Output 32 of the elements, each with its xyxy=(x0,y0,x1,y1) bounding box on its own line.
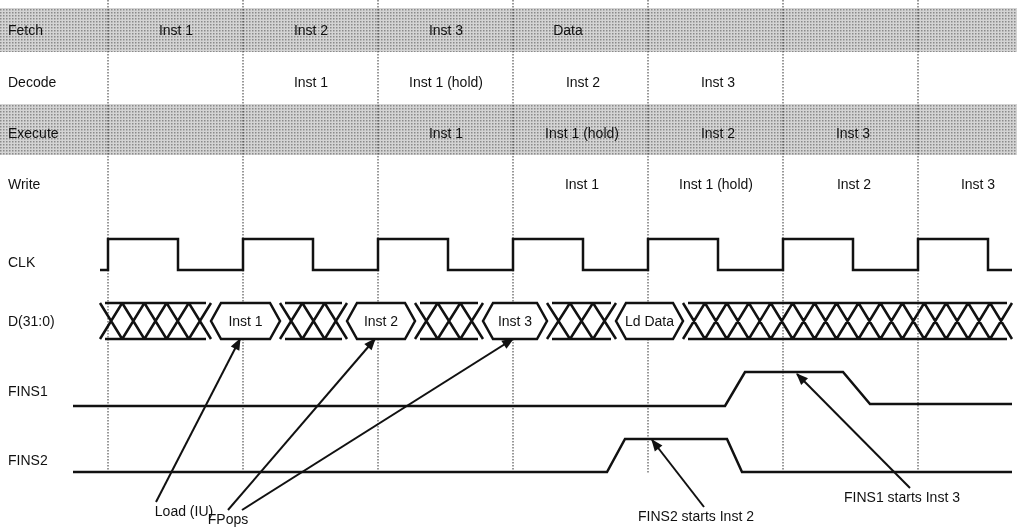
leader-arrow xyxy=(796,373,911,489)
leader-arrow xyxy=(651,439,705,508)
signal-name: FINS2 xyxy=(8,452,48,468)
data-window: Inst 2 xyxy=(347,303,415,339)
stage-label: Execute xyxy=(8,125,59,141)
table-cell: Inst 1 (hold) xyxy=(679,176,753,192)
table-cell: Inst 1 xyxy=(293,74,329,90)
table-cell: Inst 1 (hold) xyxy=(545,125,619,141)
table-cell: Inst 3 xyxy=(835,125,871,141)
stage-label: Fetch xyxy=(8,22,43,38)
data-window: Ld Data xyxy=(616,303,683,339)
table-cell: Inst 2 xyxy=(293,22,329,38)
table-cell: Inst 2 xyxy=(700,125,736,141)
annotation-text: FINS1 starts Inst 3 xyxy=(834,488,970,506)
data-window: Inst 1 xyxy=(211,303,280,339)
table-cell: Inst 1 xyxy=(428,125,464,141)
table-cell: Inst 2 xyxy=(836,176,872,192)
signal-name: CLK xyxy=(8,254,36,270)
table-cell: Inst 3 xyxy=(960,176,996,192)
table-cell: Inst 1 (hold) xyxy=(409,74,483,90)
table-cell: Inst 1 xyxy=(158,22,194,38)
stage-label: Write xyxy=(8,176,41,192)
annotation-text: FINS2 starts Inst 2 xyxy=(628,507,764,525)
stage-label: Decode xyxy=(8,74,57,90)
table-cell: Inst 3 xyxy=(428,22,464,38)
data-window: Inst 3 xyxy=(483,303,547,339)
signal-name: FINS1 xyxy=(8,383,48,399)
table-cell: Data xyxy=(553,22,583,38)
table-cell: Inst 3 xyxy=(700,74,736,90)
table-cell: Inst 2 xyxy=(565,74,601,90)
signal-name: D(31:0) xyxy=(8,313,55,329)
table-cell: Inst 1 xyxy=(564,176,600,192)
